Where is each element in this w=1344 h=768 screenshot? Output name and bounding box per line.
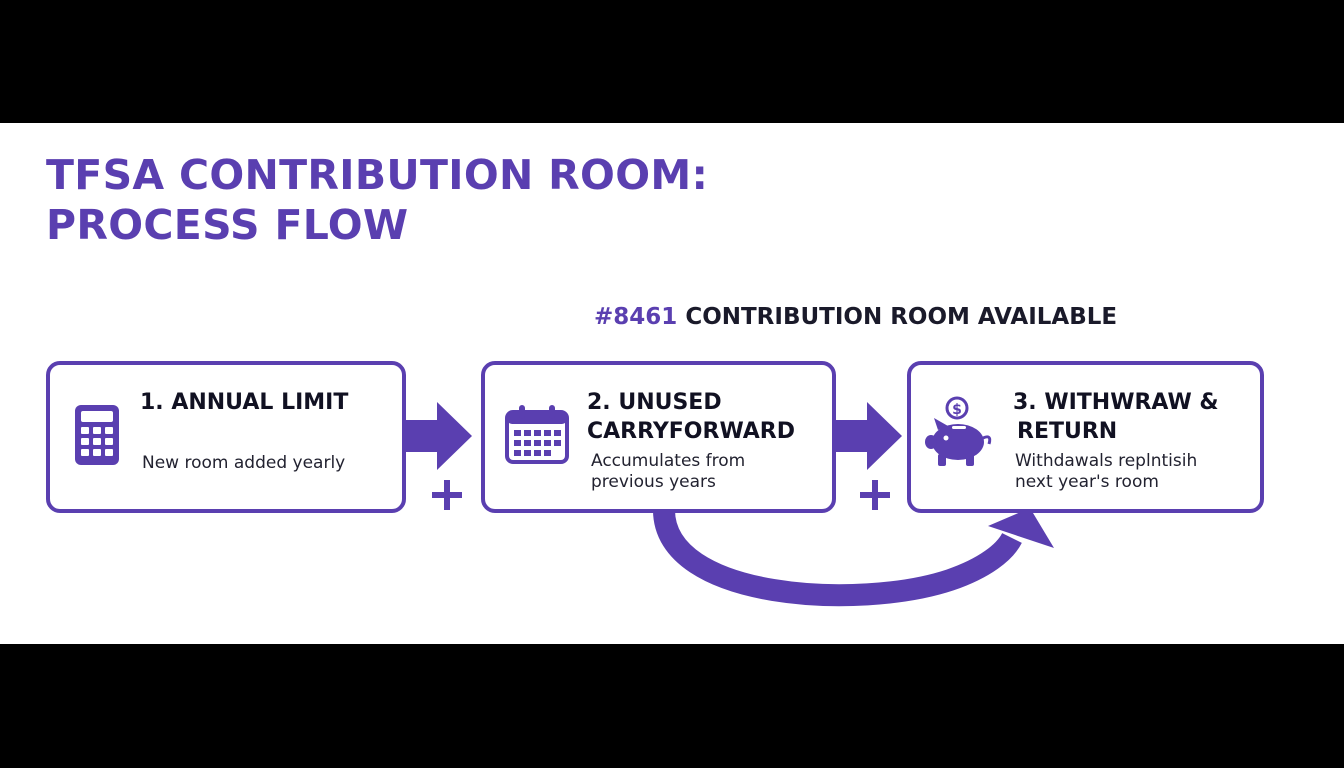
step-card-unused-carryforward [481, 361, 836, 513]
available-label: CONTRIBUTION ROOM AVAILABLE [685, 304, 1118, 330]
plus-icon [432, 480, 462, 510]
step-2-heading-line-1: 2. UNUSED [587, 390, 722, 415]
arrow-step1-to-step2 [402, 402, 472, 470]
available-amount: #8461 [594, 304, 678, 330]
step-2-description-line-1: Accumulates from [591, 451, 746, 471]
step-3-heading-line-1: 3. WITHWRAW & [1013, 390, 1219, 415]
calendar-icon [505, 405, 569, 464]
arrow-step2-to-step3 [832, 402, 902, 470]
step-3-description-line-1: Withdawals replntisih [1015, 451, 1198, 471]
step-1-heading: 1. ANNUAL LIMIT [140, 390, 349, 415]
step-3-description-line-2: next year's room [1015, 472, 1159, 492]
calculator-icon [75, 405, 119, 465]
step-1-description: New room added yearly [142, 453, 346, 473]
step-3-heading-line-2: RETURN [1017, 419, 1118, 444]
contribution-room-available: #8461 CONTRIBUTION ROOM AVAILABLE [594, 302, 1117, 332]
title-line-1: TFSA CONTRIBUTION ROOM: [46, 151, 709, 199]
step-2-description-line-2: previous years [591, 472, 716, 492]
svg-text:$: $ [952, 402, 962, 418]
title-line-2: PROCESS FLOW [46, 201, 409, 249]
page-title: TFSA CONTRIBUTION ROOM: PROCESS FLOW [46, 150, 708, 250]
step-2-heading-line-2: CARRYFORWARD [587, 419, 795, 444]
plus-icon [860, 480, 890, 510]
return-loop-arrowhead [988, 508, 1054, 548]
piggy-bank-icon: $ [925, 396, 992, 466]
return-loop-arrow [653, 509, 1022, 607]
